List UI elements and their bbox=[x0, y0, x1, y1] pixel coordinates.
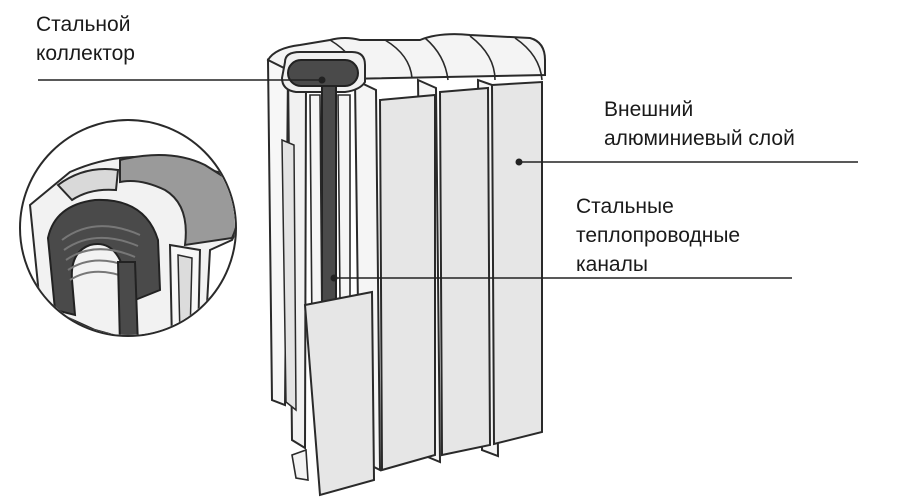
label-outer-aluminum-layer-line-2: алюминиевый слой bbox=[604, 127, 795, 150]
zoom-detail-circle bbox=[19, 119, 237, 337]
label-steel-collector-line-1: Стальной bbox=[36, 13, 131, 36]
outer-layer-pointer-dot bbox=[515, 158, 523, 166]
radiator-body bbox=[266, 33, 546, 497]
leader-lines bbox=[38, 76, 858, 282]
aluminum-panel-1 bbox=[378, 93, 436, 472]
aluminum-panel-2 bbox=[438, 86, 492, 457]
label-steel-channels-line-3: каналы bbox=[576, 253, 648, 276]
label-steel-channels: Стальные теплопроводные каналы bbox=[576, 192, 740, 279]
label-outer-aluminum-layer: Внешний алюминиевый слой bbox=[604, 95, 795, 153]
collector-pointer-dot bbox=[318, 76, 326, 84]
channels-pointer-dot bbox=[330, 274, 338, 282]
label-outer-aluminum-layer-line-1: Внешний bbox=[604, 98, 694, 121]
aluminum-panel-3 bbox=[490, 80, 543, 446]
label-steel-channels-line-1: Стальные bbox=[576, 195, 674, 218]
label-steel-collector-line-2: коллектор bbox=[36, 42, 135, 65]
collector-cross-section bbox=[28, 154, 235, 335]
aluminum-panel-cutaway bbox=[303, 290, 376, 497]
label-steel-channels-line-2: теплопроводные bbox=[576, 224, 741, 247]
label-steel-collector: Стальной коллектор bbox=[36, 10, 135, 68]
steel-channel bbox=[321, 85, 337, 304]
